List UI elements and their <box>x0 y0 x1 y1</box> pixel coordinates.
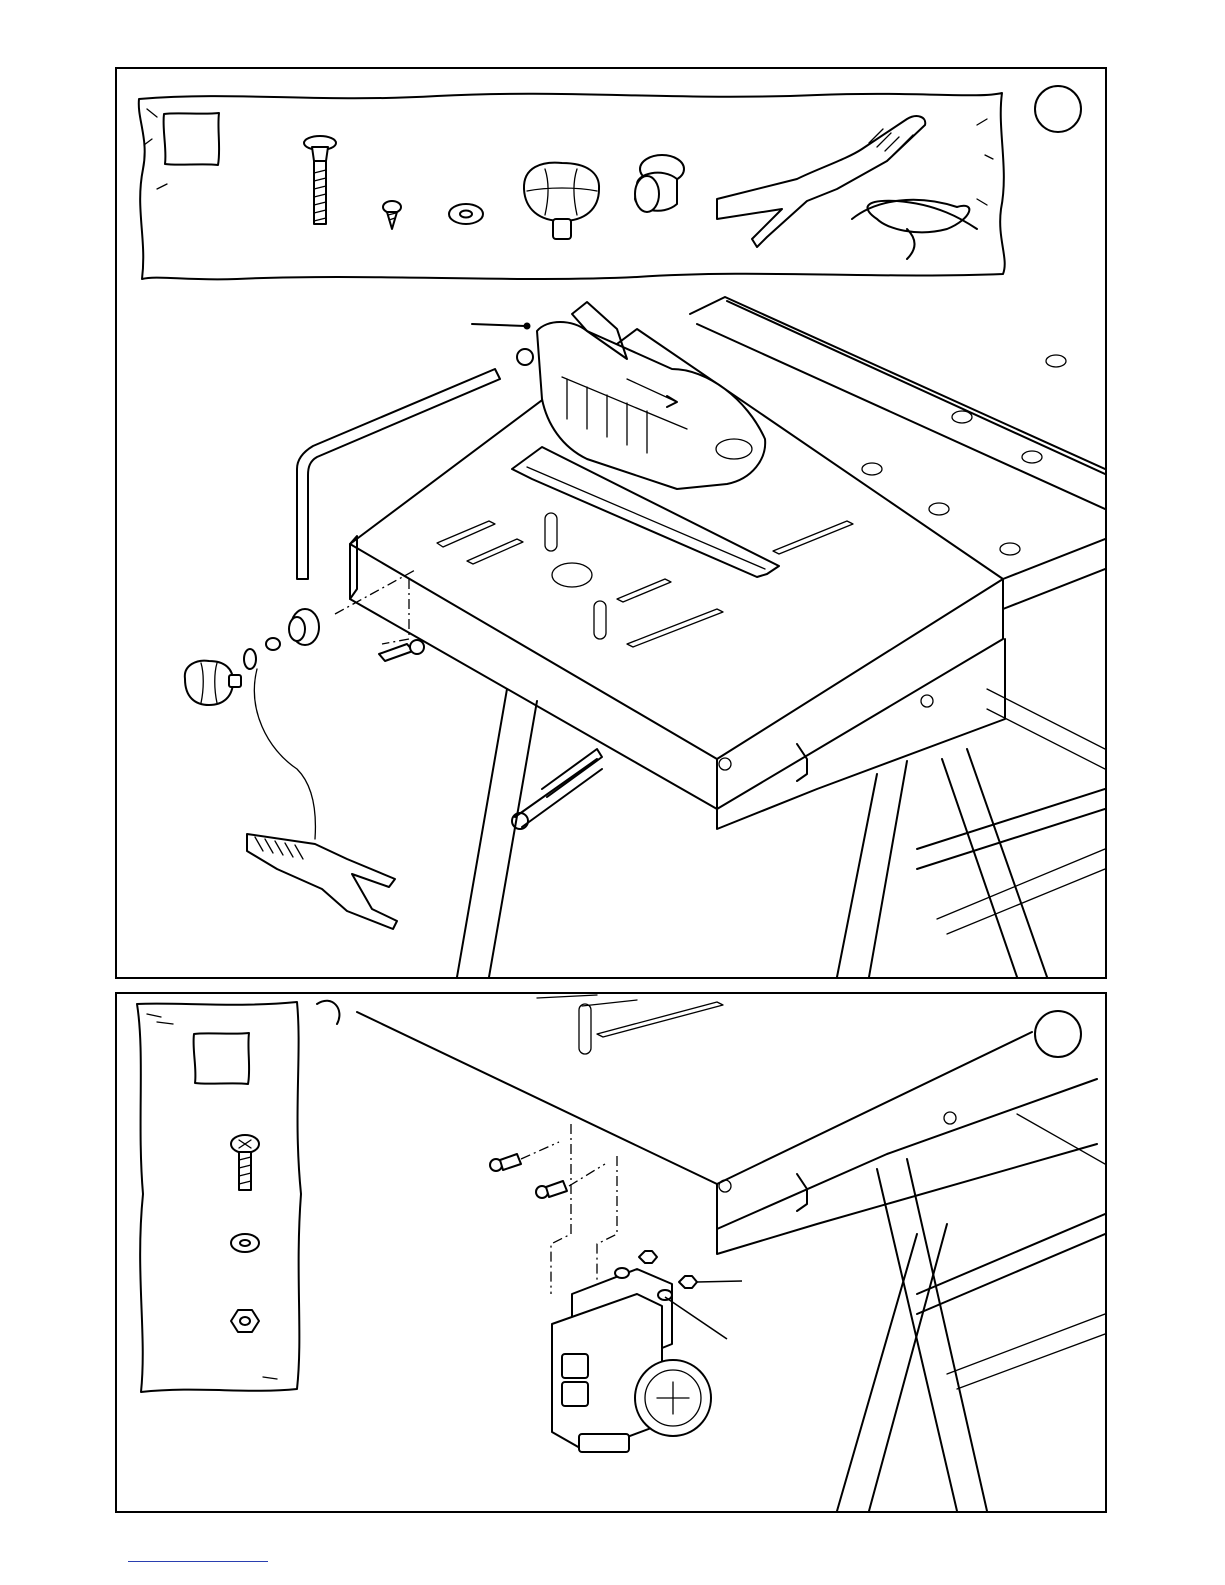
washer-icon <box>449 204 483 224</box>
assembly-illustration-bottom <box>117 994 1105 1511</box>
switch-box <box>552 1251 742 1452</box>
step-marker-circle <box>1035 86 1081 132</box>
assembly-step-panel-bottom <box>115 992 1107 1513</box>
step-marker-circle-2 <box>1035 1011 1081 1057</box>
saw-table-edge <box>317 995 1105 1511</box>
footer-link-underline[interactable] <box>128 1561 268 1562</box>
assembly-step-panel-top <box>115 67 1107 979</box>
knob-icon <box>524 163 599 239</box>
clamp-assembled <box>247 834 397 929</box>
hex-nut-icon <box>231 1310 259 1332</box>
screws <box>490 1124 617 1294</box>
bushing-icon <box>635 155 684 212</box>
assembly-illustration-top <box>117 69 1105 977</box>
small-screw-icon <box>383 201 401 229</box>
knob-assembly <box>185 609 424 705</box>
cord-icon <box>852 200 977 259</box>
rod <box>297 369 500 579</box>
washer-icon <box>231 1234 259 1252</box>
hardware-bag-icon <box>194 1033 250 1084</box>
hardware-bag-icon <box>164 113 220 165</box>
parts-strip-top <box>139 86 1081 279</box>
blade-guard <box>472 302 765 489</box>
pan-head-screw-icon <box>231 1135 259 1190</box>
carriage-bolt-icon <box>304 136 336 224</box>
saw-table-top-diagram <box>185 297 1105 977</box>
